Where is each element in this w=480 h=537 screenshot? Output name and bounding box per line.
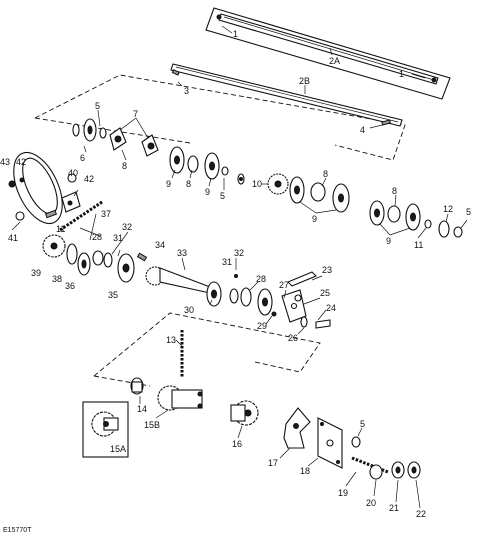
- callout-43: 43: [0, 157, 10, 167]
- callout-33: 33: [177, 248, 187, 258]
- callout-17: 17: [268, 458, 278, 468]
- right-components: [257, 271, 331, 335]
- callout-38: 38: [52, 274, 62, 284]
- callout-19: 19: [338, 488, 348, 498]
- callout-4: 4: [360, 125, 365, 135]
- callout-37: 37: [101, 209, 111, 219]
- callout-21: 21: [389, 503, 399, 513]
- callout-10: 10: [252, 179, 262, 189]
- lower-assembly: [82, 330, 203, 458]
- callout-36: 36: [65, 281, 75, 291]
- callout-42b: 42: [84, 174, 94, 184]
- callout-31a: 31: [113, 233, 123, 243]
- shaft-2a-inset: [205, 7, 451, 100]
- bottom-parts: [230, 400, 421, 509]
- callout-28b: 28: [256, 274, 266, 284]
- callout-labels: 1 1 2A 2B 3 4 5 5 5 5 6 7 8 8 8 8 9 9 9 …: [0, 29, 471, 534]
- callout-26: 26: [288, 333, 298, 343]
- callout-5b: 5: [220, 191, 225, 201]
- callout-1a: 1: [233, 29, 238, 39]
- callout-12: 12: [443, 204, 453, 214]
- callout-9b: 9: [205, 187, 210, 197]
- callout-27: 27: [279, 280, 289, 290]
- callout-42a: 42: [16, 157, 26, 167]
- callout-41: 41: [8, 233, 18, 243]
- callout-15a: 15A: [110, 444, 126, 454]
- callout-35: 35: [108, 290, 118, 300]
- callout-25: 25: [320, 288, 330, 298]
- callout-8b: 8: [186, 179, 191, 189]
- drive-shaft-group: [42, 213, 259, 307]
- callout-34: 34: [155, 240, 165, 250]
- callout-20: 20: [366, 498, 376, 508]
- drawing-code: E15770T: [3, 527, 32, 534]
- callout-23: 23: [322, 265, 332, 275]
- callout-31b: 31: [222, 257, 232, 267]
- callout-5d: 5: [360, 419, 365, 429]
- callout-9a: 9: [166, 179, 171, 189]
- callout-7: 7: [133, 109, 138, 119]
- callout-2a: 2A: [329, 56, 340, 66]
- callout-6: 6: [80, 153, 85, 163]
- chain-case-group: [8, 151, 103, 232]
- callout-22: 22: [416, 509, 426, 519]
- callout-3: 3: [184, 86, 189, 96]
- lower-frame: [93, 312, 321, 387]
- callout-18: 18: [300, 466, 310, 476]
- callout-9c: 9: [312, 214, 317, 224]
- callout-9d: 9: [386, 236, 391, 246]
- callout-13: 13: [166, 335, 176, 345]
- callout-2b: 2B: [299, 76, 310, 86]
- callout-32a: 32: [122, 222, 132, 232]
- callout-5a: 5: [95, 101, 100, 111]
- callout-8d: 8: [392, 186, 397, 196]
- callout-8c: 8: [323, 169, 328, 179]
- callout-11a: 11: [56, 224, 65, 234]
- callout-15b: 15B: [144, 420, 160, 430]
- callout-16: 16: [232, 439, 242, 449]
- callout-28a: 28: [92, 232, 102, 242]
- shaft-2b-frame: [34, 63, 406, 161]
- callout-39: 39: [31, 268, 41, 278]
- callout-24: 24: [326, 303, 336, 313]
- callout-40: 40: [68, 168, 78, 178]
- callout-32b: 32: [234, 248, 244, 258]
- callout-30: 30: [184, 305, 194, 315]
- callout-1b: 1: [399, 69, 404, 79]
- callout-14: 14: [137, 404, 147, 414]
- callout-29: 29: [257, 321, 267, 331]
- callout-11b: 11: [414, 240, 423, 250]
- callout-8a: 8: [122, 161, 127, 171]
- callout-5c: 5: [466, 207, 471, 217]
- upper-components: [72, 109, 468, 239]
